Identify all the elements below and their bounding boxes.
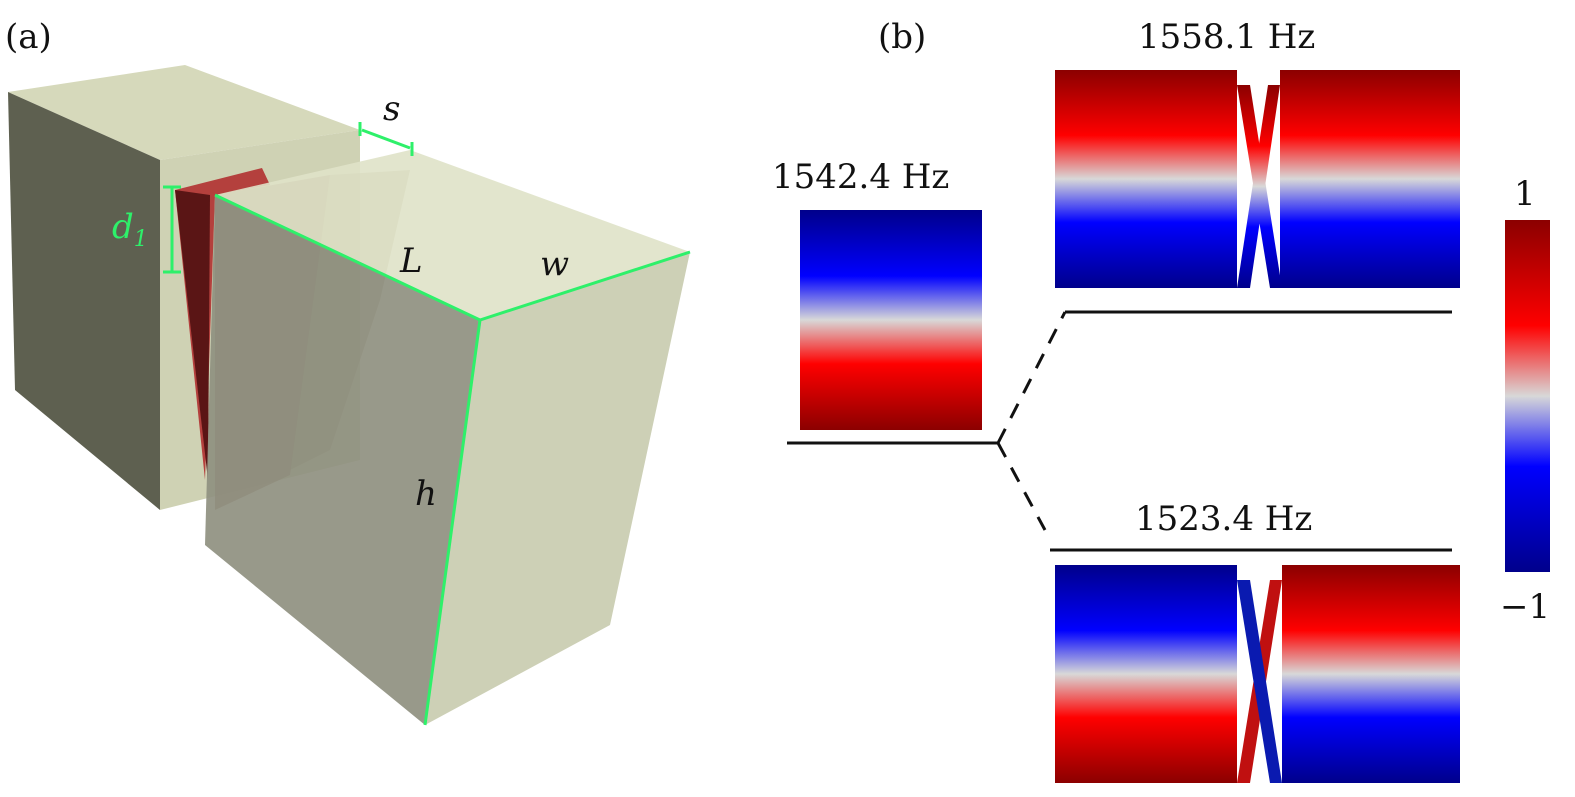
mode-upper-field: [1055, 70, 1460, 288]
colorbar-min: −1: [1500, 587, 1550, 627]
mode-lower-field: [1055, 565, 1460, 783]
colorbar-max: 1: [1514, 174, 1536, 214]
panel-b-label: (b): [878, 17, 926, 57]
colorbar: [1505, 220, 1550, 572]
mode-single-freq: 1542.4 Hz: [772, 157, 949, 197]
label-w: w: [540, 244, 569, 284]
label-h: h: [415, 474, 437, 514]
label-d1: d1: [112, 207, 148, 252]
mode-upper-freq: 1558.1 Hz: [1138, 17, 1315, 57]
label-L: L: [399, 241, 423, 281]
label-s: s: [383, 89, 400, 129]
dimension-lines: [163, 122, 691, 726]
mode-lower-freq: 1523.4 Hz: [1135, 499, 1312, 539]
mode-single-field: [800, 210, 982, 430]
split-down: [996, 442, 1047, 531]
split-up: [996, 311, 1067, 444]
panel-a-label: (a): [5, 17, 52, 57]
right-block: [205, 150, 690, 725]
